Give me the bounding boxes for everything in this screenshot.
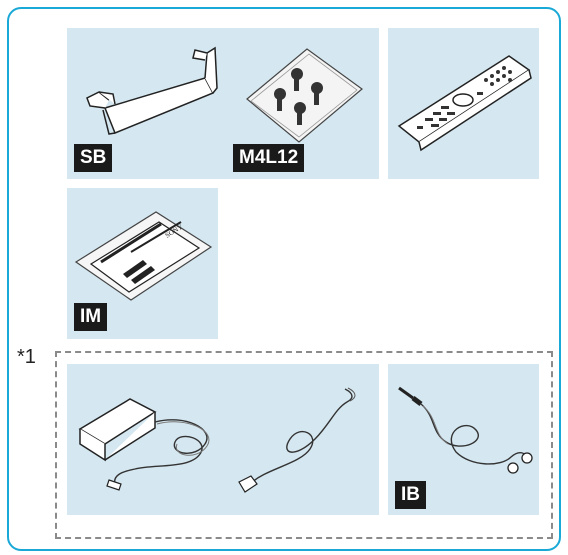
- ir-blaster-label: IB: [395, 481, 426, 509]
- panel-remote: [388, 28, 539, 179]
- ac-adapter-icon: [75, 384, 235, 494]
- panel-stand-screws: SB M4L12: [67, 28, 379, 179]
- manual-label: IM: [74, 303, 107, 331]
- ir-blaster-icon: [391, 372, 536, 482]
- panel-adapter-cord: [67, 364, 379, 515]
- footnote-marker: *1: [17, 346, 36, 369]
- stand-base-label: SB: [74, 144, 112, 172]
- screws-icon: [237, 44, 367, 144]
- stand-base-icon: [75, 38, 235, 158]
- manual-kit-icon: SONY: [71, 202, 216, 307]
- screws-label: M4L12: [233, 144, 304, 172]
- panel-manual: SONY IM: [67, 188, 218, 339]
- power-cord-icon: [235, 384, 375, 504]
- panel-ir-blaster: IB: [388, 364, 539, 515]
- remote-control-icon: [391, 46, 536, 166]
